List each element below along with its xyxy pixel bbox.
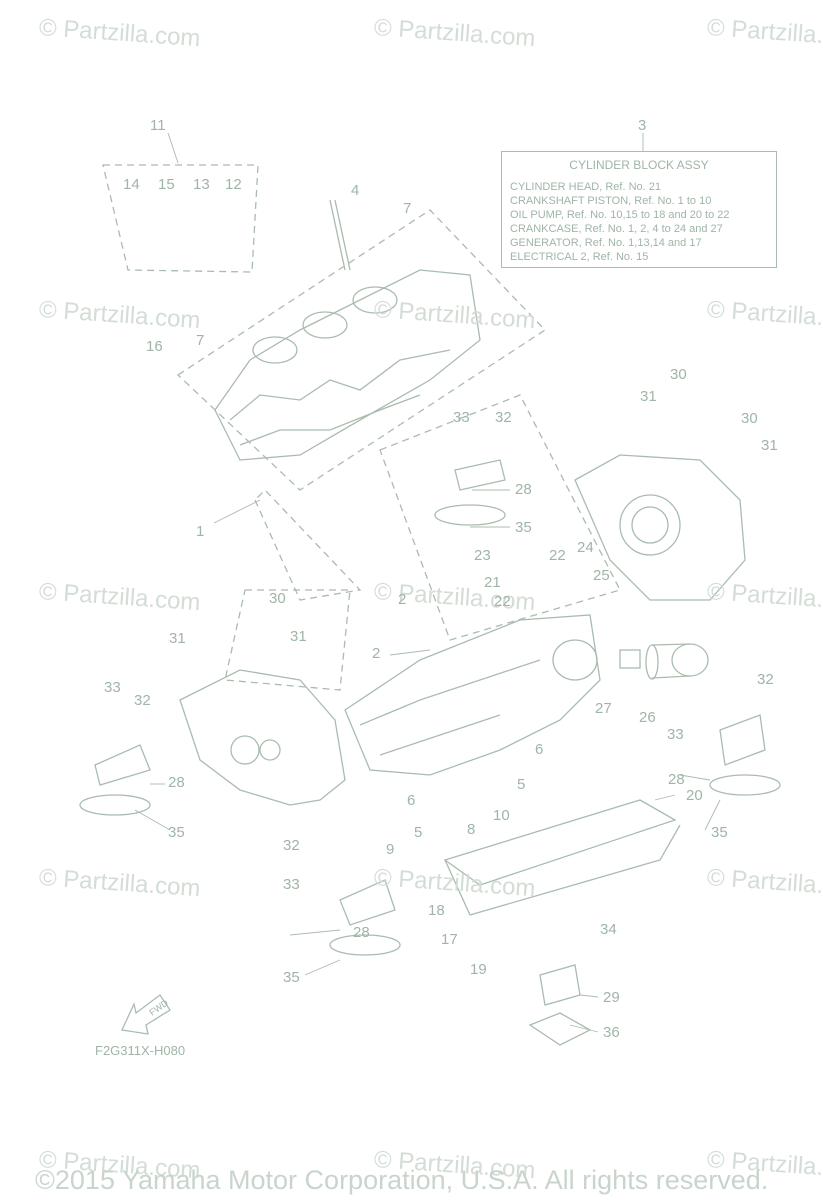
callout-number: 33 bbox=[283, 876, 300, 893]
callout-number: 9 bbox=[386, 841, 395, 858]
crankcase-drawing bbox=[344, 614, 601, 776]
info-box-line: CRANKSHAFT PISTON, Ref. No. 1 to 10 bbox=[510, 195, 712, 207]
callout-number: 34 bbox=[600, 921, 617, 938]
callout-number: 32 bbox=[757, 671, 774, 688]
callout-number: 23 bbox=[474, 547, 491, 564]
info-box-line: ELECTRICAL 2, Ref. No. 15 bbox=[510, 251, 649, 263]
callout-number: 31 bbox=[761, 437, 778, 454]
callout-number: 8 bbox=[467, 821, 476, 838]
callout-number: 32 bbox=[134, 692, 151, 709]
callout-number: 3 bbox=[638, 117, 647, 134]
right-cover-drawing bbox=[574, 454, 746, 601]
callout-number: 5 bbox=[517, 776, 526, 793]
info-box-line: CRANKCASE, Ref. No. 1, 2, 4 to 24 and 27 bbox=[510, 223, 723, 235]
callout-number: 5 bbox=[414, 824, 423, 841]
copyright-notice: ©2015 Yamaha Motor Corporation, U.S.A. A… bbox=[35, 1165, 769, 1195]
dashed-group-outlines bbox=[102, 164, 621, 691]
callout-number: 16 bbox=[146, 338, 163, 355]
callout-number: 7 bbox=[403, 200, 412, 217]
info-box-line: OIL PUMP, Ref. No. 10,15 to 18 and 20 to… bbox=[510, 209, 730, 221]
callout-number: 31 bbox=[169, 630, 186, 647]
callout-number: 1 bbox=[196, 523, 205, 540]
cylinder-block-info-box: CYLINDER BLOCK ASSY CYLINDER HEAD, Ref. … bbox=[501, 151, 777, 268]
callout-number: 28 bbox=[168, 774, 185, 791]
info-box-title: CYLINDER BLOCK ASSY bbox=[569, 158, 709, 172]
diagram-code: F2G311X-H080 bbox=[95, 1043, 186, 1058]
info-box-line: CYLINDER HEAD, Ref. No. 21 bbox=[510, 181, 661, 193]
callout-number: 28 bbox=[515, 481, 532, 498]
callout-number: 26 bbox=[639, 709, 656, 726]
callout-number: 33 bbox=[667, 726, 684, 743]
callout-number: 14 bbox=[123, 176, 140, 193]
callout-number: 20 bbox=[686, 787, 703, 804]
callout-number: 31 bbox=[640, 388, 657, 405]
callout-number: 25 bbox=[593, 567, 610, 584]
callout-number: 35 bbox=[168, 824, 185, 841]
callout-number: 4 bbox=[351, 182, 360, 199]
left-cover-drawing bbox=[179, 669, 346, 806]
callout-number: 28 bbox=[668, 771, 685, 788]
callout-number: 30 bbox=[269, 590, 286, 607]
callout-number: 17 bbox=[441, 931, 458, 948]
leader-lines bbox=[134, 132, 721, 1033]
callout-number: 35 bbox=[711, 824, 728, 841]
engine-mounts bbox=[79, 459, 781, 1046]
info-box-line: GENERATOR, Ref. No. 1,13,14 and 17 bbox=[510, 237, 702, 249]
callout-number: 2 bbox=[372, 645, 381, 662]
callout-number: 2 bbox=[398, 591, 407, 608]
callout-number: 30 bbox=[741, 410, 758, 427]
callout-number: 29 bbox=[603, 989, 620, 1006]
callout-number: 24 bbox=[577, 539, 594, 556]
callout-number: 21 bbox=[484, 574, 501, 591]
callout-number: 27 bbox=[595, 700, 612, 717]
callout-number: 10 bbox=[493, 807, 510, 824]
callout-number: 33 bbox=[453, 409, 470, 426]
callout-number: 11 bbox=[150, 117, 166, 134]
callout-number: 13 bbox=[193, 176, 210, 193]
callout-number: 32 bbox=[283, 837, 300, 854]
callout-number: 22 bbox=[549, 547, 566, 564]
callout-number: 19 bbox=[470, 961, 487, 978]
oil-filter-drawing bbox=[619, 643, 709, 680]
callout-number: 31 bbox=[290, 628, 307, 645]
callout-number: 15 bbox=[158, 176, 175, 193]
callout-number: 6 bbox=[407, 792, 416, 809]
callout-number: 32 bbox=[495, 409, 512, 426]
oil-pan-drawing bbox=[443, 799, 681, 916]
callout-number: 35 bbox=[515, 519, 532, 536]
callout-number: 35 bbox=[283, 969, 300, 986]
fwd-arrow-icon bbox=[121, 994, 171, 1035]
callout-number: 18 bbox=[428, 902, 445, 919]
callout-number: 6 bbox=[535, 741, 544, 758]
callout-number: 28 bbox=[353, 924, 370, 941]
callout-number: 30 bbox=[670, 366, 687, 383]
callout-number: 7 bbox=[196, 332, 205, 349]
fwd-label: FWD bbox=[147, 997, 170, 1017]
callout-number: 22 bbox=[494, 593, 511, 610]
cylinder-block-drawing bbox=[214, 199, 481, 461]
callout-number: 12 bbox=[225, 176, 242, 193]
callout-number: 36 bbox=[603, 1024, 620, 1041]
callout-number: 33 bbox=[104, 679, 121, 696]
